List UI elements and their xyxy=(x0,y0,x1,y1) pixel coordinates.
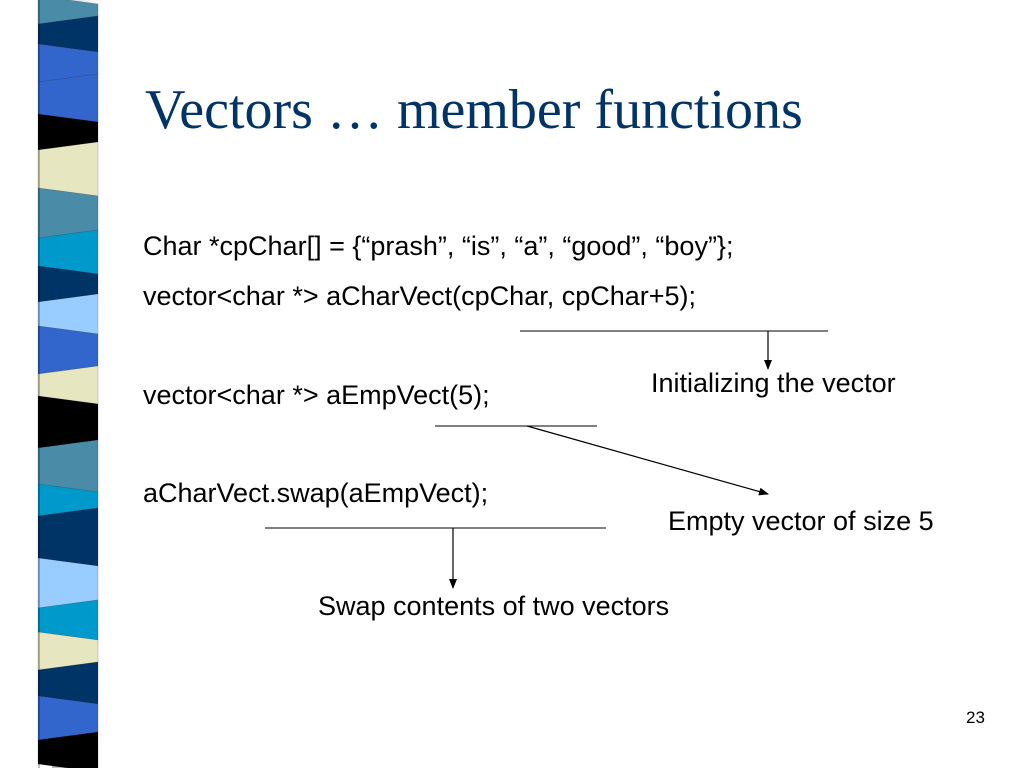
page-number: 23 xyxy=(966,708,985,727)
code-line-empty-vector: vector<char *> aEmpVect(5); xyxy=(143,380,490,410)
annotation-swap: Swap contents of two vectors xyxy=(318,591,670,621)
code-line-char-array: Char *cpChar[] = {“prash”, “is”, “a”, “g… xyxy=(143,231,734,261)
slide-title: Vectors … member functions xyxy=(145,79,803,141)
ribbon-band xyxy=(37,187,99,239)
ribbon-band xyxy=(37,395,99,449)
ribbon-band xyxy=(37,731,99,768)
ribbon-band xyxy=(37,439,99,493)
annotation-initializing: Initializing the vector xyxy=(651,368,896,398)
ribbon-band xyxy=(37,557,99,609)
code-line-swap: aCharVect.swap(aEmpVect); xyxy=(143,478,489,508)
ribbon-band xyxy=(37,141,99,197)
ribbon-band xyxy=(37,325,99,375)
ribbon-edge xyxy=(38,0,40,768)
ribbon-band xyxy=(37,507,99,567)
ribbon-band xyxy=(37,73,99,123)
annotation-empty-vector: Empty vector of size 5 xyxy=(668,506,934,536)
code-line-char-vector: vector<char *> aCharVect(cpChar, cpChar+… xyxy=(143,281,697,311)
